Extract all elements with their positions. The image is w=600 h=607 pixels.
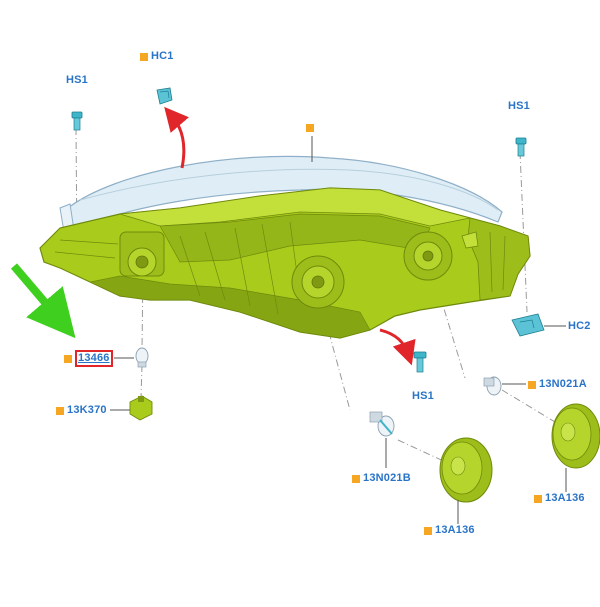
- bulb-13466-icon: [135, 347, 149, 368]
- callout-13a136-left[interactable]: 13A136: [424, 524, 475, 537]
- callout-13n021b[interactable]: 13N021B: [352, 472, 411, 485]
- callout-13466[interactable]: 13466: [64, 350, 113, 367]
- callout-code: 13K370: [67, 404, 107, 416]
- housing-mount-tab: [461, 231, 479, 249]
- callout-marker-icon: [306, 124, 314, 132]
- callout-hs1-bottom[interactable]: HS1: [412, 390, 434, 403]
- callout-lamp-assembly[interactable]: [306, 124, 317, 132]
- callout-code: 13N021A: [539, 378, 587, 390]
- leader-13a136-right: [501, 389, 561, 426]
- lens-edge-line: [79, 168, 499, 211]
- callout-code: 13A136: [545, 492, 585, 504]
- callout-code: 13466: [75, 350, 113, 367]
- callout-13a136-right[interactable]: 13A136: [534, 492, 585, 505]
- leader-hs1-right: [519, 151, 528, 313]
- clip-hc2-icon: [511, 313, 545, 337]
- screw-hs1-bottom-icon: [413, 351, 427, 373]
- clip-hc1-icon: [156, 87, 173, 105]
- screw-hs1-left-icon: [71, 111, 83, 131]
- leader-13k370: [140, 364, 143, 399]
- removal-arrow-hs1-icon: [379, 328, 416, 366]
- bulb-13n021b-icon: [369, 411, 395, 437]
- callout-marker-icon: [534, 494, 542, 503]
- callout-code: HC1: [151, 50, 174, 62]
- callout-marker-icon: [140, 52, 148, 61]
- callout-marker-icon: [56, 406, 64, 415]
- dust-cap-13a136-right-icon: [551, 403, 600, 469]
- callout-marker-icon: [64, 354, 72, 363]
- callout-hc1[interactable]: HC1: [140, 50, 174, 63]
- housing-right-end: [467, 217, 531, 301]
- callout-code: 13N021B: [363, 472, 411, 484]
- callout-hc2[interactable]: HC2: [568, 320, 591, 333]
- callout-code: HS1: [508, 100, 530, 112]
- dust-cap-13a136-left-icon: [439, 437, 493, 503]
- callout-13n021a[interactable]: 13N021A: [528, 378, 587, 391]
- callout-marker-icon: [352, 474, 360, 483]
- callout-13k370[interactable]: 13K370: [56, 404, 107, 417]
- callout-hs1-left[interactable]: HS1: [66, 74, 88, 87]
- callout-hs1-right[interactable]: HS1: [508, 100, 530, 113]
- bulb-13n021a-icon: [483, 376, 502, 396]
- callout-code: HS1: [66, 74, 88, 86]
- callout-marker-icon: [424, 526, 432, 535]
- callout-marker-icon: [528, 380, 536, 389]
- view-direction-arrow-icon: [10, 263, 76, 339]
- socket-13k370-icon: [129, 395, 153, 421]
- screw-hs1-right-icon: [515, 137, 527, 157]
- callout-code: HS1: [412, 390, 434, 402]
- center-bulb-socket: [291, 255, 345, 309]
- left-bulb-socket: [119, 231, 165, 277]
- callout-code: HC2: [568, 320, 591, 332]
- callout-code: 13A136: [435, 524, 475, 536]
- right-bulb-socket: [403, 231, 453, 281]
- removal-arrow-hc1-icon: [164, 106, 189, 169]
- housing-bottom-panel: [88, 275, 371, 339]
